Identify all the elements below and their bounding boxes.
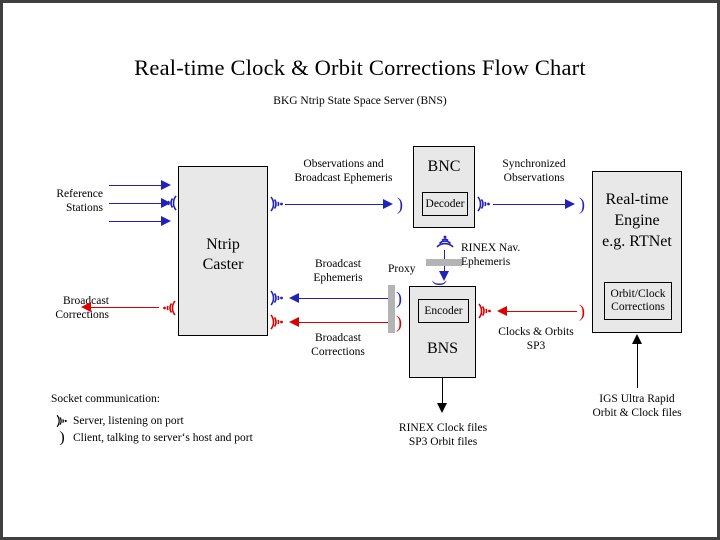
label-igs-ultra-rapid: IGS Ultra Rapid Orbit & Clock files xyxy=(569,392,705,420)
label-rinex-nav-ephemeris-line-2: Ephemeris xyxy=(461,256,511,268)
node-rt-engine-orbit-clock-corrections[interactable]: Orbit/Clock Corrections xyxy=(604,282,672,320)
node-bns-label: BNS xyxy=(426,340,459,357)
label-broadcast-ephemeris: Broadcast Ephemeris xyxy=(291,257,385,285)
socket-client-icon: ) xyxy=(59,428,65,446)
legend-heading: Socket communication: xyxy=(51,393,160,405)
label-broadcast-corrections-output-line-1: Broadcast xyxy=(63,295,109,307)
socket-client-icon-bns-left-ephemeris: ) xyxy=(396,288,402,308)
label-rinex-sp3-files-line-2: SP3 Orbit files xyxy=(408,436,478,448)
socket-client-icon-rt-engine-corrections: ) xyxy=(579,301,585,321)
legend-row-server: Server, listening on port xyxy=(51,412,253,429)
node-bnc-label: BNC xyxy=(427,158,461,175)
label-clocks-orbits-sp3: Clocks & Orbits SP3 xyxy=(481,325,591,353)
socket-server-icon-caster-right-corrections xyxy=(268,311,286,333)
proxy-bar-vertical xyxy=(388,285,395,333)
node-ntrip-caster-label-1: Ntrip xyxy=(206,236,240,253)
legend-client-label: Client, talking to server‘s host and por… xyxy=(73,431,253,444)
node-bnc[interactable]: BNC Decoder xyxy=(413,146,475,228)
label-broadcast-corrections-output: Broadcast Corrections xyxy=(13,294,109,322)
label-synchronized-observations-line-2: Observations xyxy=(503,172,565,184)
label-observations-broadcast-ephemeris-line-1: Observations and xyxy=(303,158,384,170)
orbit-clock-corrections-line-1: Orbit/Clock xyxy=(610,288,666,300)
label-broadcast-corrections-line-2: Corrections xyxy=(311,346,365,358)
node-rt-engine[interactable]: Real-time Engine e.g. RTNet Orbit/Clock … xyxy=(592,171,682,333)
label-clocks-orbits-sp3-line-1: Clocks & Orbits xyxy=(498,326,574,338)
label-rinex-nav-ephemeris: RINEX Nav. Ephemeris xyxy=(461,241,551,269)
page-title: Real-time Clock & Orbit Corrections Flow… xyxy=(134,55,586,80)
legend-row-client: ) Client, talking to server‘s host and p… xyxy=(51,429,253,446)
label-broadcast-ephemeris-line-2: Ephemeris xyxy=(313,272,363,284)
node-rt-engine-label-1: Real-time xyxy=(605,191,669,208)
label-igs-ultra-rapid-line-1: IGS Ultra Rapid xyxy=(599,393,675,405)
label-reference-stations: Reference Stations xyxy=(13,187,103,215)
label-observations-broadcast-ephemeris: Observations and Broadcast Ephemeris xyxy=(271,157,416,185)
label-broadcast-corrections: Broadcast Corrections xyxy=(291,331,385,359)
socket-server-icon xyxy=(51,412,73,430)
label-clocks-orbits-sp3-line-2: SP3 xyxy=(526,340,546,352)
socket-server-icon-caster-left xyxy=(161,192,179,214)
socket-client-icon-bnc-left: ) xyxy=(397,194,403,214)
label-synchronized-observations-line-1: Synchronized xyxy=(502,158,566,170)
socket-server-icon-bnc-bottom xyxy=(434,234,456,250)
socket-client-icon-bns-top: ) xyxy=(431,280,449,286)
label-broadcast-corrections-output-line-2: Corrections xyxy=(55,309,109,321)
page-subtitle: BKG Ntrip State Space Server (BNS) xyxy=(273,95,447,107)
proxy-bar-horizontal xyxy=(426,259,462,266)
socket-server-icon-caster-right-ephemeris xyxy=(268,287,286,309)
node-ntrip-caster-label-2: Caster xyxy=(202,256,244,273)
node-rt-engine-label-2: Engine xyxy=(614,212,660,229)
label-rinex-sp3-files-line-1: RINEX Clock files xyxy=(398,422,488,434)
node-rt-engine-label-3: e.g. RTNet xyxy=(602,233,672,250)
label-observations-broadcast-ephemeris-line-2: Broadcast Ephemeris xyxy=(294,172,393,184)
socket-server-icon-bns-right xyxy=(476,300,494,322)
label-synchronized-observations: Synchronized Observations xyxy=(479,157,589,185)
socket-server-icon-bnc-right xyxy=(475,193,493,215)
socket-client-icon-rt-engine-obs: ) xyxy=(579,194,585,214)
label-igs-ultra-rapid-line-2: Orbit & Clock files xyxy=(592,407,682,419)
legend-server-label: Server, listening on port xyxy=(73,414,184,427)
node-bnc-decoder[interactable]: Decoder xyxy=(422,192,468,216)
label-proxy: Proxy xyxy=(388,263,416,275)
node-ntrip-caster[interactable]: Ntrip Caster xyxy=(178,166,268,336)
node-bns-encoder[interactable]: Encoder xyxy=(418,299,469,323)
socket-server-icon-caster-left-corrections xyxy=(160,297,178,319)
orbit-clock-corrections-line-2: Corrections xyxy=(611,301,665,313)
label-broadcast-ephemeris-line-1: Broadcast xyxy=(315,258,361,270)
node-bns[interactable]: Encoder BNS xyxy=(409,286,476,378)
socket-client-icon-bns-left-corrections: ) xyxy=(396,312,402,332)
legend: Socket communication: Server, listening … xyxy=(51,393,253,446)
label-broadcast-corrections-line-1: Broadcast xyxy=(315,332,361,344)
label-reference-stations-line-1: Reference xyxy=(56,188,103,200)
label-rinex-nav-ephemeris-line-1: RINEX Nav. xyxy=(461,242,521,254)
label-reference-stations-line-2: Stations xyxy=(65,202,103,214)
socket-server-icon-caster-right-obs xyxy=(268,193,286,215)
label-rinex-sp3-files: RINEX Clock files SP3 Orbit files xyxy=(373,421,513,449)
